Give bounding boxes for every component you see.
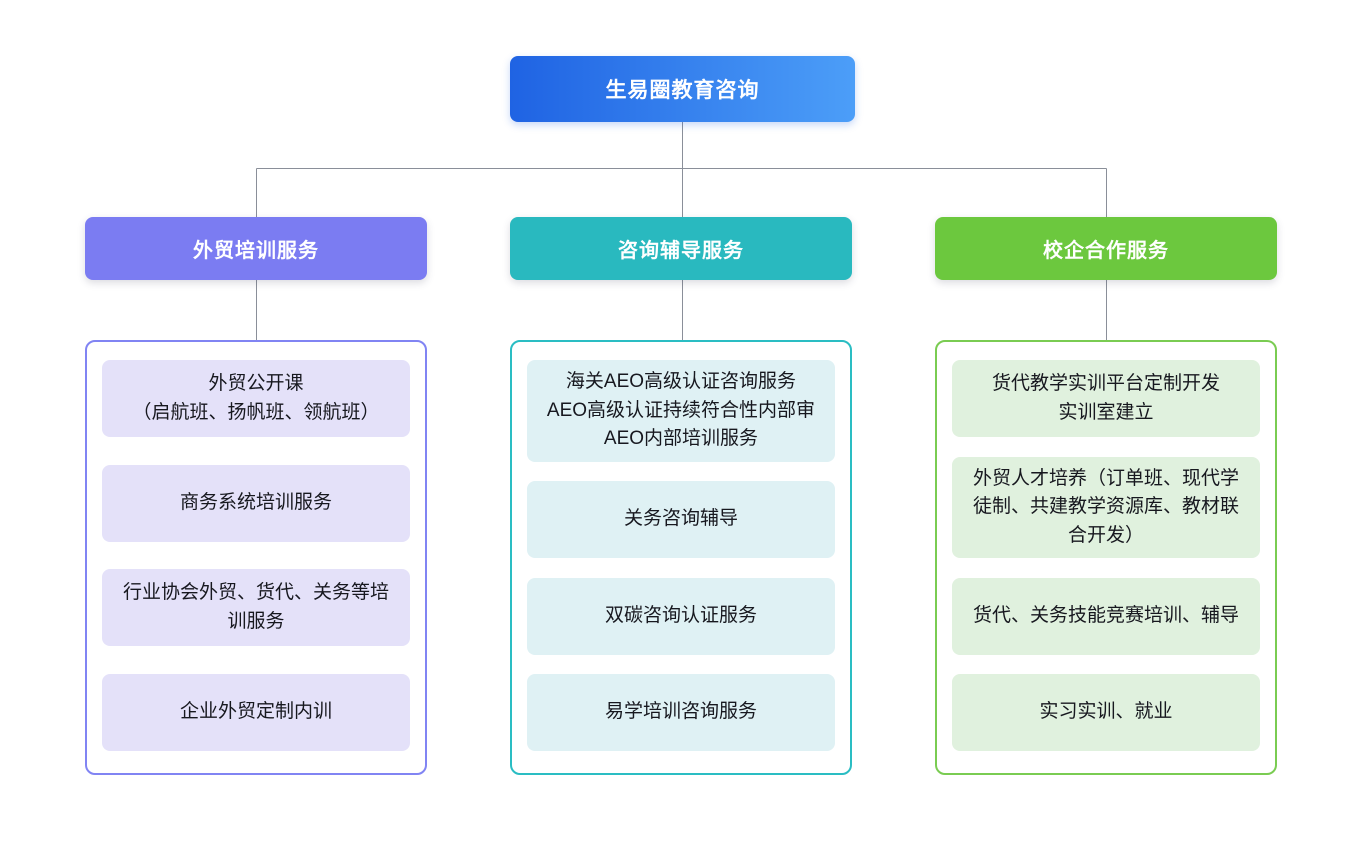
branch-header-trade-training: 外贸培训服务 — [85, 217, 427, 280]
service-item: 货代、关务技能竞赛培训、辅导 — [952, 577, 1260, 655]
service-item: 实习实训、就业 — [952, 674, 1260, 751]
branch-container-school-enterprise: 货代教学实训平台定制开发 实训室建立 外贸人才培养（订单班、现代学徒制、共建教学… — [935, 340, 1277, 775]
service-item: 外贸人才培养（订单班、现代学徒制、共建教学资源库、教材联合开发） — [952, 456, 1260, 558]
root-node: 生易圈教育咨询 — [510, 56, 855, 122]
service-item: 易学培训咨询服务 — [527, 674, 835, 751]
service-item: 双碳咨询认证服务 — [527, 577, 835, 655]
service-item: 关务咨询辅导 — [527, 481, 835, 558]
service-item: 货代教学实训平台定制开发 实训室建立 — [952, 360, 1260, 437]
branch-container-trade-training: 外贸公开课 （启航班、扬帆班、领航班） 商务系统培训服务 行业协会外贸、货代、关… — [85, 340, 427, 775]
service-item: 行业协会外贸、货代、关务等培训服务 — [102, 569, 410, 647]
service-item: 商务系统培训服务 — [102, 464, 410, 542]
service-item: 企业外贸定制内训 — [102, 673, 410, 751]
branch-header-consulting: 咨询辅导服务 — [510, 217, 852, 280]
branch-header-school-enterprise: 校企合作服务 — [935, 217, 1277, 280]
branch-container-consulting: 海关AEO高级认证咨询服务 AEO高级认证持续符合性内部审 AEO内部培训服务 … — [510, 340, 852, 775]
service-item: 外贸公开课 （启航班、扬帆班、领航班） — [102, 360, 410, 437]
service-item: 海关AEO高级认证咨询服务 AEO高级认证持续符合性内部审 AEO内部培训服务 — [527, 360, 835, 462]
